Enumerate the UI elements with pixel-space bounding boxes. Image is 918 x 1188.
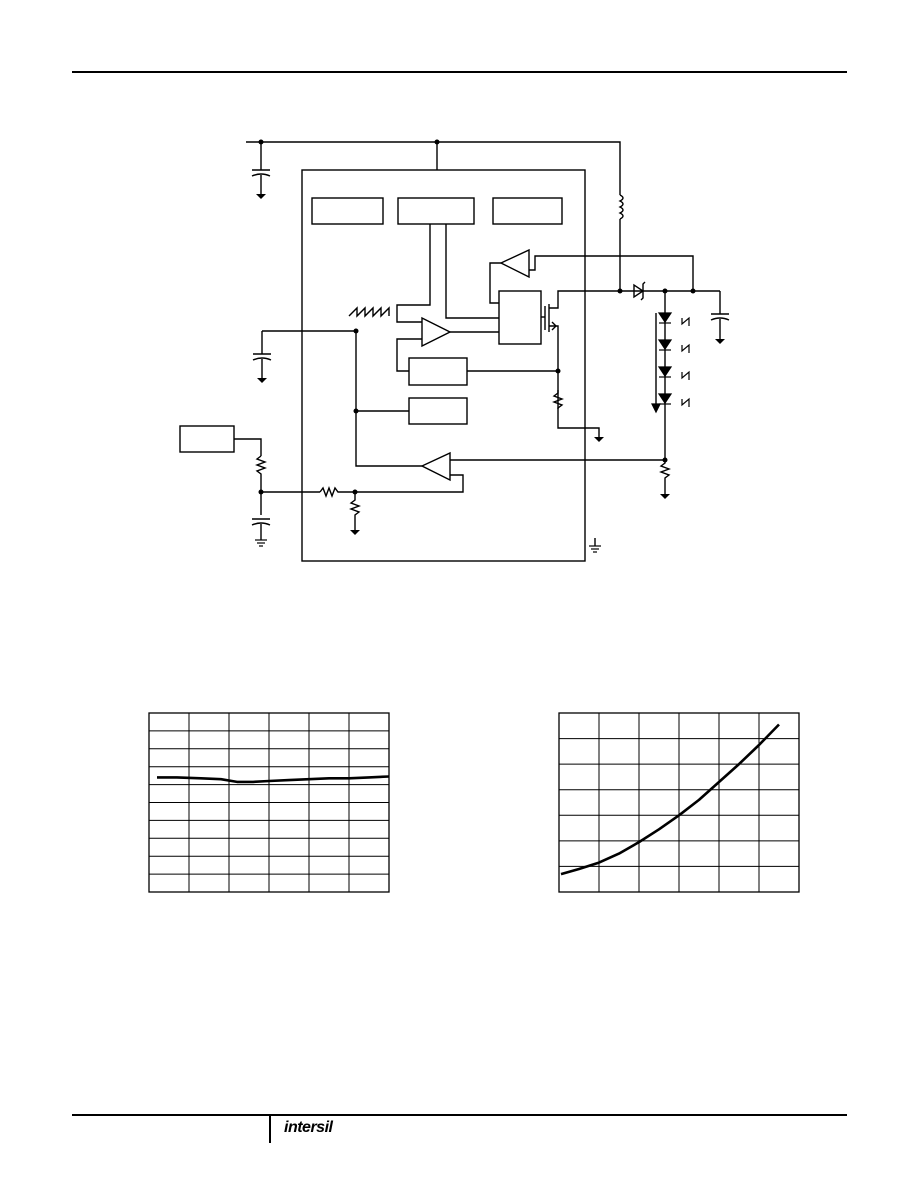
ramp-symbol	[348, 306, 390, 318]
chart-right	[558, 712, 800, 893]
sense-resistor	[552, 390, 600, 437]
filter-resistor	[255, 455, 267, 515]
brightness-source-block	[179, 425, 235, 453]
top-rule	[72, 71, 847, 73]
chart-left	[148, 712, 390, 893]
feedback-resistor	[659, 460, 671, 494]
block-diagram	[179, 139, 730, 562]
divider-resistor-shunt	[349, 492, 361, 530]
ovp-comparator	[499, 248, 530, 279]
schottky-diode	[633, 283, 645, 299]
led-4	[657, 393, 673, 405]
chart-1-series-0	[560, 723, 780, 876]
chart-0-series-0	[157, 775, 390, 784]
led-2	[657, 339, 673, 351]
footer-divider	[269, 1116, 271, 1143]
block-left	[311, 197, 384, 225]
block-center	[397, 197, 475, 225]
current-sense-block	[408, 357, 468, 386]
logic-block	[498, 290, 542, 345]
divider-resistor-series	[319, 486, 355, 498]
intersil-logo: intersil	[284, 1119, 333, 1136]
ic-body	[301, 169, 586, 562]
inductor	[618, 194, 624, 220]
bottom-rule	[72, 1114, 847, 1116]
error-amplifier	[420, 451, 451, 482]
reference-block	[408, 397, 468, 425]
led-3	[657, 366, 673, 378]
led-1	[657, 312, 673, 324]
pwm-comparator	[421, 316, 452, 348]
block-right	[492, 197, 563, 225]
supply-rail	[246, 141, 621, 195]
